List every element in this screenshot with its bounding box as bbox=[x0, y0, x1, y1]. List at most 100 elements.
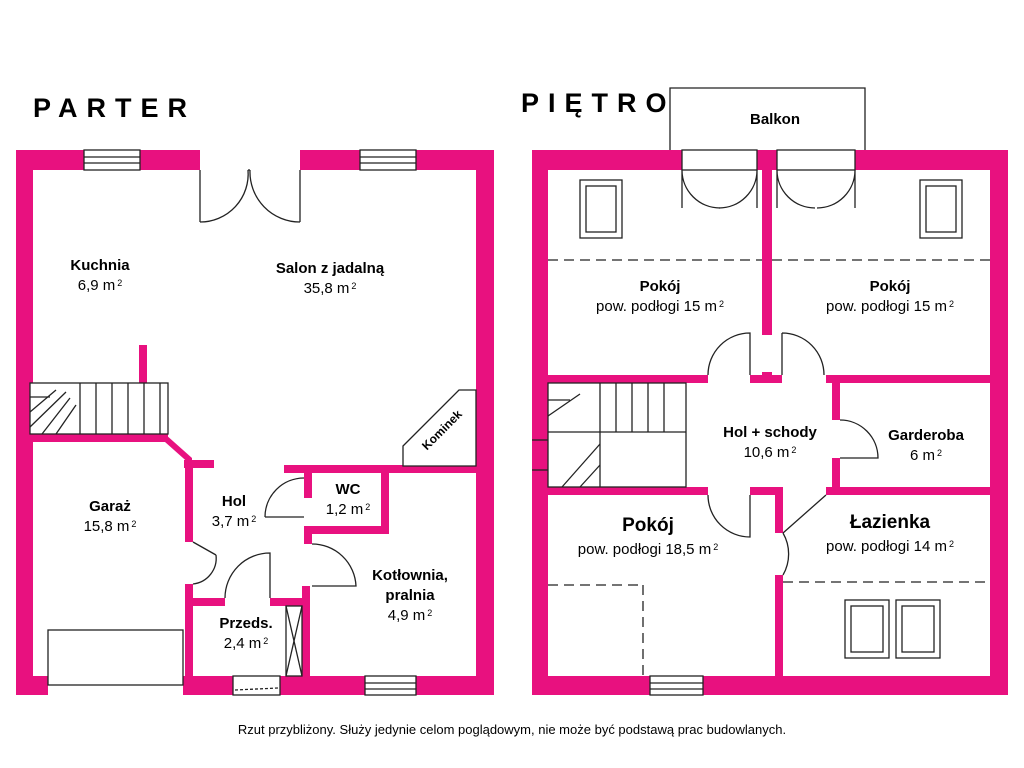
area-exponent: 2 bbox=[351, 281, 357, 291]
garage-door bbox=[47, 629, 184, 686]
room-name: Garderoba bbox=[888, 427, 964, 444]
door-swing bbox=[707, 332, 751, 376]
room-name: Pokój bbox=[869, 278, 911, 295]
balcony bbox=[669, 87, 866, 150]
door-swing bbox=[249, 169, 301, 223]
wall bbox=[532, 487, 708, 495]
wall bbox=[703, 676, 1008, 695]
wall bbox=[185, 584, 193, 684]
room-name: Kuchnia bbox=[70, 257, 130, 274]
room-area: 2,4 m bbox=[223, 635, 262, 652]
wall bbox=[855, 150, 1008, 170]
door-swing bbox=[781, 332, 825, 376]
door-swing bbox=[192, 541, 217, 585]
fireplace bbox=[402, 389, 477, 467]
door-swing bbox=[199, 169, 249, 223]
area-exponent: 2 bbox=[251, 514, 257, 524]
room-name: Pokój bbox=[639, 278, 681, 295]
wall bbox=[826, 487, 1006, 495]
room-area: 15,8 m bbox=[83, 518, 130, 535]
wall bbox=[183, 676, 233, 695]
area-exponent: 2 bbox=[713, 542, 719, 552]
wall bbox=[416, 676, 494, 695]
wall bbox=[775, 575, 783, 685]
room-area: 6,9 m bbox=[77, 277, 116, 294]
area-exponent: 2 bbox=[718, 299, 724, 309]
door-swing bbox=[839, 419, 879, 459]
area-exponent: 2 bbox=[427, 608, 433, 618]
wall bbox=[532, 676, 650, 695]
room-name: Salon z jadalną bbox=[275, 260, 385, 277]
wall bbox=[990, 150, 1008, 695]
door-swing bbox=[707, 494, 751, 538]
wall bbox=[532, 150, 682, 170]
door-swing bbox=[718, 169, 758, 209]
area-exponent: 2 bbox=[263, 636, 269, 646]
door-swing bbox=[264, 477, 305, 518]
room-label-balkon: Balkon bbox=[720, 110, 830, 130]
window bbox=[364, 675, 417, 696]
wall bbox=[302, 586, 310, 600]
wall bbox=[300, 150, 360, 170]
wall bbox=[165, 434, 192, 466]
wall bbox=[16, 676, 48, 695]
room-name: Pokój bbox=[622, 515, 674, 536]
wall bbox=[139, 345, 147, 383]
door-frame bbox=[776, 149, 856, 171]
wall bbox=[304, 465, 312, 498]
wall bbox=[832, 375, 840, 420]
room-name-line2: pralnia bbox=[385, 587, 435, 604]
room-area: 6 m bbox=[909, 447, 935, 464]
room-name: Łazienka bbox=[849, 512, 931, 533]
disclaimer: Rzut przybliżony. Służy jedynie celom po… bbox=[237, 722, 787, 737]
room-area: 10,6 m bbox=[743, 444, 790, 461]
area-exponent: 2 bbox=[948, 539, 954, 549]
room-name: Balkon bbox=[749, 111, 800, 128]
skylight bbox=[585, 185, 617, 233]
stairs bbox=[547, 382, 687, 488]
wall bbox=[184, 460, 214, 468]
wall bbox=[826, 375, 1006, 383]
wall bbox=[185, 460, 193, 542]
room-area: pow. podłogi 14 m bbox=[826, 538, 947, 555]
wall bbox=[270, 598, 310, 606]
room-name: Przeds. bbox=[219, 615, 273, 632]
door-swing bbox=[782, 494, 827, 576]
room-area: pow. podłogi 15 m bbox=[596, 298, 717, 315]
room-area: 3,7 m bbox=[211, 513, 250, 530]
stairs bbox=[29, 382, 169, 435]
room-name: Kotłownia, bbox=[372, 567, 448, 584]
plan-lines bbox=[29, 87, 990, 696]
wall bbox=[532, 150, 548, 695]
room-name: WC bbox=[335, 481, 361, 498]
wall bbox=[775, 487, 783, 533]
area-exponent: 2 bbox=[117, 278, 123, 288]
area-exponent: 2 bbox=[791, 445, 797, 455]
wall bbox=[280, 676, 365, 695]
door-frame bbox=[232, 675, 281, 696]
door-swing bbox=[681, 169, 721, 209]
room-name: Hol bbox=[221, 493, 247, 510]
door-frame bbox=[681, 149, 758, 171]
door-swing bbox=[224, 552, 271, 599]
skylight bbox=[901, 605, 935, 653]
parter-title: PARTER bbox=[33, 93, 197, 123]
room-area: pow. podłogi 18,5 m bbox=[577, 541, 712, 558]
wall bbox=[381, 465, 389, 534]
wall bbox=[30, 434, 168, 442]
walls bbox=[16, 150, 1008, 695]
skylight bbox=[850, 605, 884, 653]
wall bbox=[476, 150, 494, 695]
wall bbox=[762, 160, 772, 335]
